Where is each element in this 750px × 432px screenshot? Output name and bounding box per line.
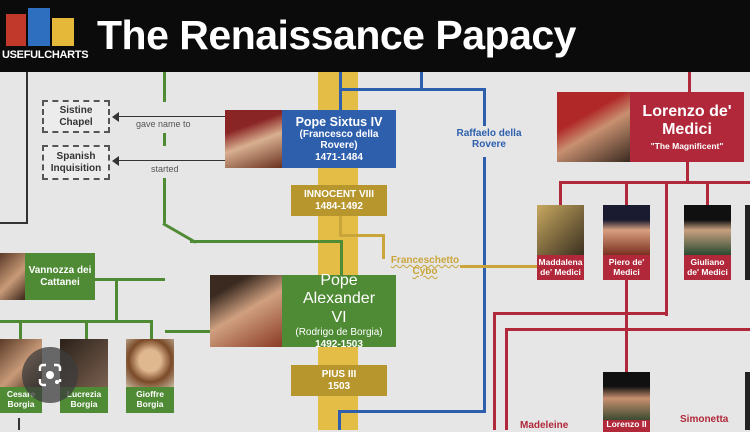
cropped-portrait (745, 372, 750, 430)
gioffre-box[interactable]: Gioffre Borgia (126, 387, 174, 413)
page-title: The Renaissance Papacy (97, 12, 576, 58)
connector (688, 72, 691, 92)
pope-name: Pope Alexander VI (302, 271, 376, 326)
maddalena-box[interactable]: Maddalena de' Medici (537, 255, 584, 280)
spanish-inquisition-note: Spanish Inquisition (42, 145, 110, 180)
connector (150, 320, 153, 340)
sistine-chapel-note: Sistine Chapel (42, 100, 110, 133)
google-lens-button[interactable] (22, 347, 78, 403)
connector (163, 133, 166, 146)
arrow-line (18, 418, 20, 430)
giuliano-box[interactable]: Giuliano de' Medici (684, 255, 731, 280)
connector (338, 410, 486, 413)
connector (165, 330, 211, 333)
piero-portrait (603, 205, 650, 255)
connector (339, 234, 384, 237)
connector (85, 320, 88, 340)
pope-years: 1484-1492 (315, 200, 363, 212)
logo-text: USEFULCHARTS (2, 49, 89, 61)
medici-name: Lorenzo de' Medici (642, 102, 732, 139)
connector (665, 181, 668, 316)
gioffre-portrait (126, 339, 174, 387)
lorenzo-ii-portrait (603, 372, 650, 420)
connector (493, 312, 668, 315)
pope-birth-name: (Francesco della Rovere) (299, 128, 379, 152)
pope-name: PIUS III (321, 369, 357, 380)
connector (505, 328, 508, 430)
connector (95, 278, 165, 281)
lorenzo-ii-box[interactable]: Lorenzo II (603, 420, 650, 432)
franceschetto-label: Franceschetto Cybo (390, 255, 460, 277)
connector (483, 157, 486, 412)
connector (115, 278, 118, 322)
connector (625, 280, 628, 372)
arrow-line (118, 116, 225, 117)
pope-name: Pope Sixtus IV (295, 114, 383, 129)
connector (163, 72, 166, 102)
pope-years: 1503 (327, 380, 351, 392)
logo-bar-yellow (52, 18, 74, 46)
connector (163, 178, 166, 223)
connector (493, 312, 496, 430)
pope-pius-box[interactable]: PIUS III 1503 (291, 365, 387, 396)
header-bar (0, 0, 750, 72)
piero-box[interactable]: Piero de' Medici (603, 255, 650, 280)
raffaelo-label: Raffaelo della Rovere (450, 128, 528, 150)
connector (26, 72, 28, 224)
lorenzo-portrait (557, 92, 630, 162)
simonetta-label: Simonetta (680, 414, 729, 425)
connector (559, 181, 562, 205)
pope-alexander-box[interactable]: Pope Alexander VI (Rodrigo de Borgia) 14… (282, 271, 396, 350)
medici-epithet: "The Magnificent" (650, 140, 724, 151)
madeleine-label: Madeleine (520, 420, 569, 431)
connector (706, 181, 709, 205)
logo-bar-blue (28, 8, 50, 46)
pope-sixtus-box[interactable]: Pope Sixtus IV (Francesco della Rovere) … (282, 110, 396, 168)
giuliano-portrait (684, 205, 731, 255)
alexander-portrait (210, 275, 282, 347)
started-label: started (151, 164, 179, 174)
connector (340, 240, 343, 276)
connector (686, 162, 689, 182)
logo-bar-red (6, 14, 26, 46)
connector (339, 216, 342, 236)
connector (339, 88, 485, 91)
connector (382, 234, 385, 259)
connector (625, 181, 628, 205)
connector (559, 181, 750, 184)
vannozza-box[interactable]: Vannozza dei Cattanei (25, 253, 95, 300)
connector (0, 320, 152, 323)
vannozza-portrait (0, 253, 25, 300)
pope-years: 1492-1503 (315, 338, 363, 350)
arrow-head-icon (112, 156, 119, 166)
maddalena-portrait (537, 205, 584, 255)
connector (19, 320, 22, 340)
arrow-line (118, 160, 225, 161)
connector (338, 410, 341, 430)
connector (162, 222, 197, 244)
pope-years: 1471-1484 (315, 151, 363, 163)
pope-innocent-box[interactable]: INNOCENT VIII 1484-1492 (291, 185, 387, 216)
gave-name-label: gave name to (136, 119, 191, 129)
pope-birth-name: (Rodrigo de Borgia) (295, 327, 383, 339)
lorenzo-medici-box[interactable]: Lorenzo de' Medici "The Magnificent" (630, 92, 744, 162)
lens-icon (38, 363, 62, 387)
connector (420, 72, 423, 90)
connector (460, 265, 537, 268)
connector (0, 222, 28, 224)
connector (339, 72, 342, 110)
connector (190, 240, 342, 243)
cropped-portrait (745, 205, 750, 280)
pope-name: INNOCENT VIII (303, 189, 374, 200)
arrow-head-icon (112, 112, 119, 122)
connector (505, 328, 750, 331)
connector (483, 88, 486, 126)
sixtus-portrait (225, 110, 282, 168)
